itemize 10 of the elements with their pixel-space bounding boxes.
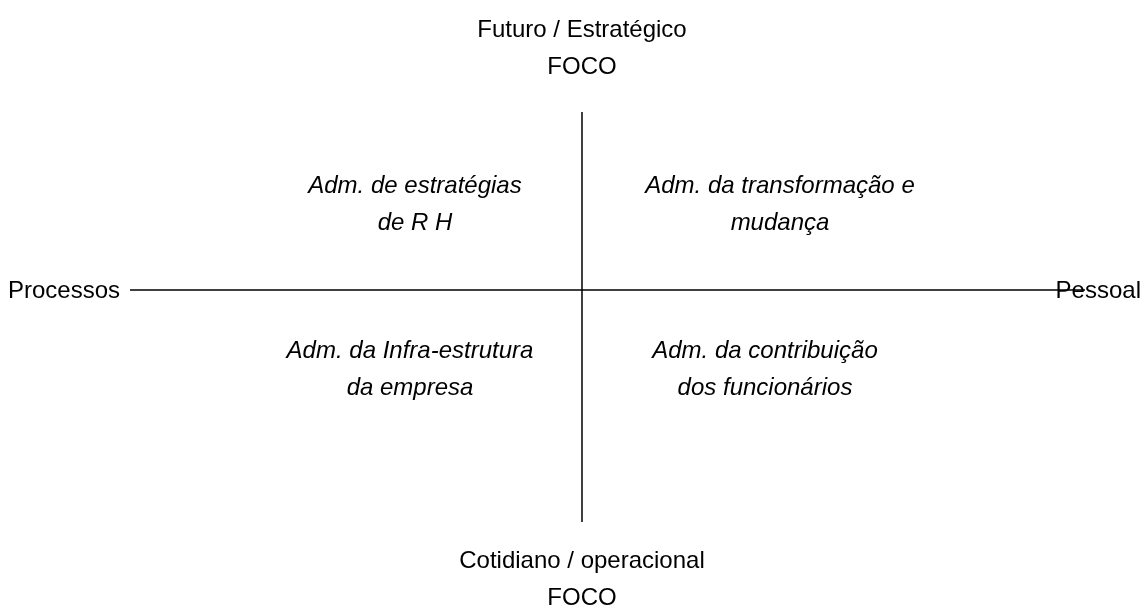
axis-label: Processos	[8, 275, 122, 305]
axis-label: Pessoal	[1055, 275, 1141, 305]
axis-label: Cotidiano / operacional	[458, 545, 706, 575]
axis-label: FOCO	[546, 582, 618, 609]
quadrant-label: Adm. da Infra-estrutura da empresa	[284, 335, 535, 402]
axis-label: Futuro / Estratégico	[476, 14, 688, 44]
axis-label: FOCO	[546, 51, 618, 81]
quadrant-label: Adm. de estratégias de R H	[306, 170, 523, 237]
quadrant-label: Adm. da transformação e mudança	[643, 170, 916, 237]
quadrant-label: Adm. da contribuição dos funcionários	[650, 335, 879, 402]
